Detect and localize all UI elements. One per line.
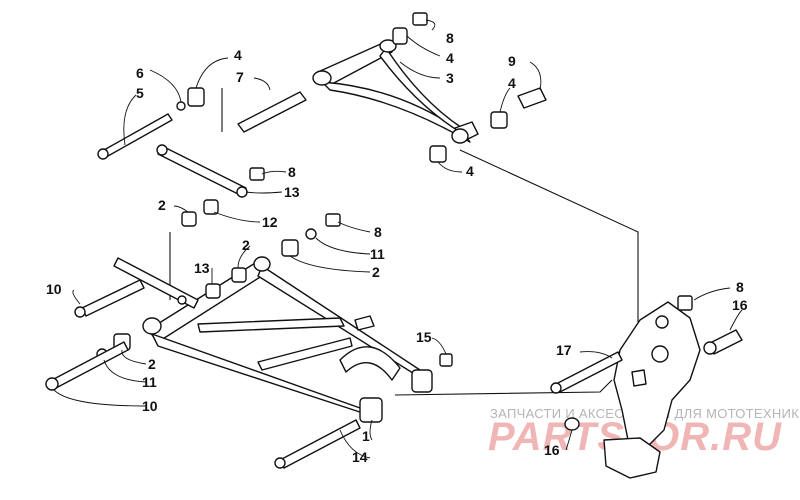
assembly-line-lower — [394, 379, 613, 396]
label-13-upper: 13 — [284, 184, 300, 200]
bushing-4-left — [187, 87, 205, 107]
spindle-knuckle — [550, 295, 743, 479]
bushing-1-front — [359, 397, 383, 423]
label-10-lower: 10 — [142, 398, 158, 414]
bushing-4-upper — [392, 27, 408, 45]
label-14: 14 — [352, 449, 368, 465]
label-1: 1 — [362, 428, 370, 444]
nut-8-lower — [325, 213, 341, 227]
lower-a-arm — [142, 256, 433, 423]
label-7: 7 — [236, 69, 244, 85]
bushing-4-right — [490, 111, 508, 129]
bushing-2-lower — [281, 239, 299, 257]
label-8-spindle: 8 — [736, 279, 744, 295]
washer-6 — [176, 101, 186, 111]
label-16-lower: 16 — [544, 442, 560, 458]
label-4-left: 4 — [234, 47, 242, 63]
label-2-upper: 2 — [158, 197, 166, 213]
label-15: 15 — [416, 329, 432, 345]
sleeve-9 — [517, 87, 547, 109]
bushing-1-rear — [411, 369, 433, 393]
label-4-lower: 4 — [466, 163, 474, 179]
label-8-link: 8 — [288, 164, 296, 180]
label-4-top: 4 — [446, 50, 454, 66]
leader-lines — [53, 19, 743, 459]
label-11-lower: 11 — [142, 374, 157, 390]
washer-11-upper — [305, 228, 317, 240]
nut-8-link — [249, 167, 265, 181]
label-10-upper: 10 — [46, 281, 62, 297]
nut-8-upper — [412, 12, 428, 26]
upper-a-arm — [312, 39, 479, 144]
label-3: 3 — [446, 70, 454, 86]
assembly-lines — [169, 88, 639, 396]
bushing-13-lower — [205, 283, 221, 299]
bushing-16-lower — [564, 417, 580, 431]
label-6: 6 — [136, 65, 144, 81]
label-12: 12 — [262, 214, 278, 230]
upper-arm-hardware — [97, 12, 547, 163]
sleeve-7 — [237, 91, 307, 133]
bushing-12 — [203, 199, 219, 215]
callout-labels: 8 4 3 4 7 6 5 9 4 4 8 13 2 12 8 11 2 2 1… — [46, 30, 748, 465]
label-16-upper: 16 — [732, 297, 748, 313]
bushing-4-lower — [429, 145, 447, 163]
label-17: 17 — [556, 342, 572, 358]
nut-8-spindle — [677, 295, 693, 311]
bolt-17 — [555, 351, 623, 393]
bushing-2-upper — [181, 211, 197, 227]
label-11-upper: 11 — [370, 246, 385, 262]
bushing-2-mid — [231, 267, 247, 283]
label-13-lower: 13 — [194, 260, 210, 276]
label-5: 5 — [136, 85, 144, 101]
label-2-left: 2 — [148, 356, 156, 372]
label-8-lower: 8 — [374, 224, 382, 240]
label-8-top: 8 — [446, 30, 454, 46]
lower-arm-hardware — [45, 199, 453, 469]
bolt-10-lower — [51, 341, 129, 389]
label-2-mid: 2 — [242, 237, 250, 253]
label-4-right: 4 — [508, 75, 516, 91]
stabilizer-link-lower — [113, 257, 199, 309]
bolt-10-upper — [81, 279, 145, 317]
bolt-5-head — [97, 148, 109, 160]
nut-15 — [439, 353, 453, 367]
assembly-line-upper — [459, 149, 639, 322]
stabilizer-link-upper — [156, 144, 265, 198]
label-2-right: 2 — [372, 264, 380, 280]
label-9: 9 — [508, 53, 516, 69]
